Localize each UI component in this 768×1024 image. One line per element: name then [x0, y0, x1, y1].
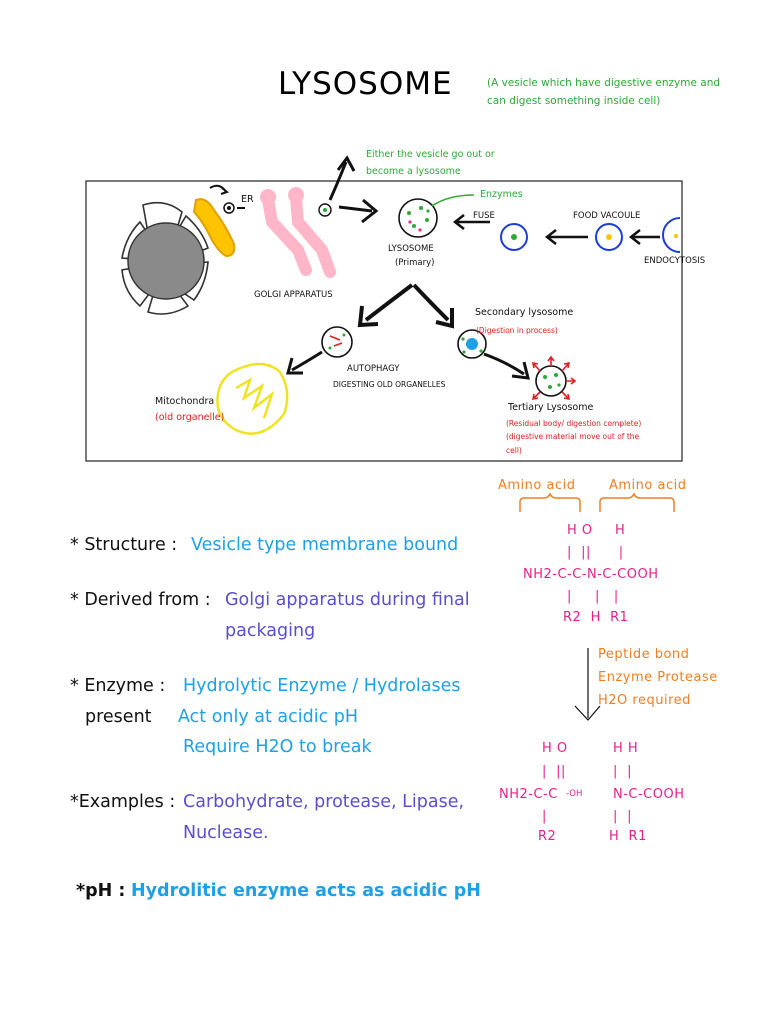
top-bonds: | || | [567, 545, 624, 560]
mitochondria-shape [216, 362, 289, 435]
food-vacuole-label: FOOD VACOULE [573, 211, 641, 221]
tertiary-note-3: cell) [506, 446, 522, 455]
endocytosis-label: ENDOCYTOSIS [644, 256, 706, 266]
digestion-label: (Digestion in process) [476, 326, 558, 335]
bottom-right-lower-bonds: | | [613, 809, 633, 824]
ph-value: Hydrolitic enzyme acts as acidic pH [131, 881, 481, 901]
examples-label: *Examples : [70, 792, 176, 812]
nucleus-shape [121, 201, 209, 315]
lysosome-label: LYSOSOME [388, 244, 434, 254]
bottom-r2: R2 [538, 829, 557, 844]
vesicle-exit-note-1: Either the vesicle go out or [366, 149, 495, 160]
bottom-left-bonds: | || [542, 764, 566, 779]
tertiary-note-2: (digestive material move out of the [506, 432, 640, 441]
autophagy-label: AUTOPHAGY [347, 364, 400, 374]
er-shape [192, 198, 236, 258]
amino-acid-right-label: Amino acid [609, 478, 687, 493]
mitochondra-label: Mitochondra [155, 396, 215, 407]
bottom-right-chain: N-C-COOH [613, 787, 685, 802]
derived-value-2: packaging [225, 621, 316, 641]
primary-lysosome-shape [398, 198, 438, 238]
bottom-h-o: H O [542, 741, 568, 756]
derived-label: * Derived from : [70, 590, 211, 610]
present-value-2: Require H2O to break [183, 737, 372, 757]
amino-acid-right-bracket [599, 492, 675, 512]
page-title: LYSOSOME [278, 66, 453, 102]
tertiary-note-1: (Residual body/ digestion complete) [506, 419, 642, 428]
derived-value-1: Golgi apparatus during final [225, 590, 470, 610]
enzymes-label: Enzymes [480, 189, 523, 200]
bottom-left-chain: NH2-C-C [499, 787, 558, 802]
top-h-o: H O [567, 523, 593, 538]
digesting-label: DIGESTING OLD ORGANELLES [333, 380, 446, 389]
present-label: present [85, 707, 152, 727]
top-lower-bonds: | | | [567, 589, 619, 604]
vesicle-exit-note-2: become a lysosome [366, 166, 461, 177]
secondary-lysosome-label: Secondary lysosome [475, 307, 574, 318]
structure-label: * Structure : [70, 535, 178, 555]
structure-value: Vesicle type membrane bound [191, 535, 459, 555]
golgi-shape [262, 192, 336, 278]
bottom-right-bonds: | | [613, 764, 633, 779]
amino-acid-left-bracket [519, 492, 581, 512]
fuse-label: FUSE [473, 211, 495, 221]
top-substituents: R2 H R1 [563, 610, 629, 625]
autophagy-vesicle-shape [321, 326, 353, 358]
er-label: ER [241, 194, 254, 205]
peptide-bond-label: Peptide bond [598, 647, 690, 662]
top-peptide-chain: NH2-C-C-N-C-COOH [523, 567, 659, 582]
examples-value-1: Carbohydrate, protease, Lipase, [183, 792, 465, 812]
enzyme-label: * Enzyme : [70, 676, 166, 696]
primary-label: (Primary) [395, 258, 435, 268]
ph-label: *pH : [76, 881, 126, 901]
old-organelle-label: (old organelle) [155, 412, 225, 423]
h2o-required-label: H2O required [598, 693, 691, 708]
present-value-1: Act only at acidic pH [178, 707, 359, 727]
bottom-h-h: H H [613, 741, 639, 756]
tertiary-lysosome-shape [531, 355, 577, 401]
enzyme-protease-label: Enzyme Protease [598, 670, 718, 685]
examples-value-2: Nuclease. [183, 823, 269, 843]
bottom-h-r1: H R1 [609, 829, 647, 844]
subtitle-line-1: (A vesicle which have digestive enzyme a… [487, 77, 721, 89]
amino-acid-left-label: Amino acid [498, 478, 576, 493]
tertiary-lysosome-label: Tertiary Lysosome [508, 402, 594, 413]
bottom-hydroxyl: -OH [566, 789, 583, 799]
bottom-left-lower-bond: | [542, 809, 547, 824]
top-h: H [615, 523, 626, 538]
secondary-lysosome-shape [457, 329, 487, 359]
enzyme-value: Hydrolytic Enzyme / Hydrolases [183, 676, 461, 696]
subtitle-line-2: can digest something inside cell) [487, 95, 661, 107]
diagram-frame [85, 180, 683, 462]
golgi-label: GOLGI APPARATUS [254, 290, 333, 300]
